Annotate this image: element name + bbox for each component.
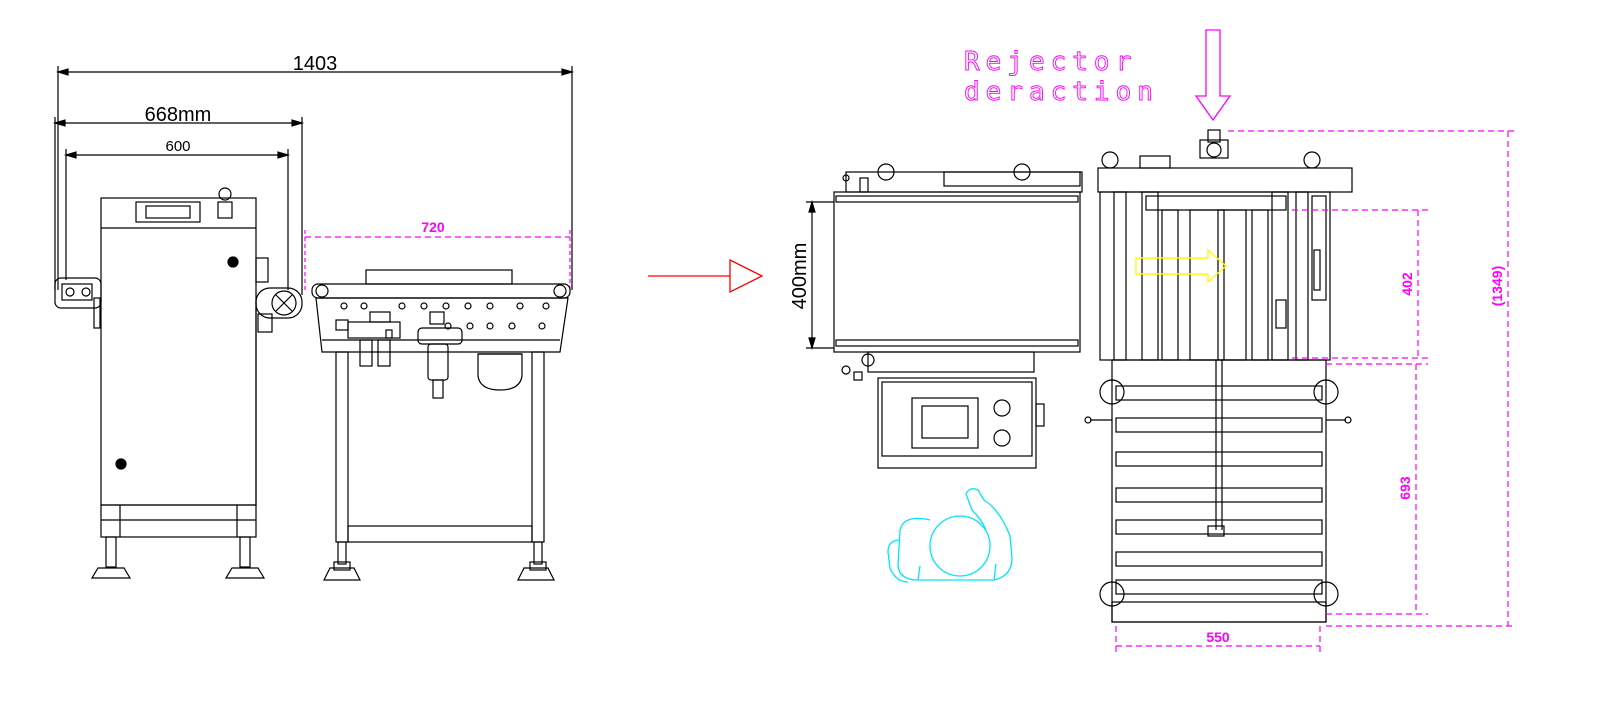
- top-view: 400mm: [789, 29, 1514, 654]
- flow-direction-arrow: [1135, 248, 1228, 284]
- dim-550: 550: [1115, 626, 1321, 654]
- operator-figure: [887, 488, 1013, 583]
- control-panel: [877, 377, 1045, 469]
- rejector-label-line2: deraction: [964, 77, 1159, 107]
- dim-720-label: 720: [421, 219, 445, 235]
- dim-550-label: 550: [1206, 629, 1230, 645]
- view-transition-arrow: [648, 258, 764, 294]
- dim-1349-label: (1349): [1489, 266, 1505, 306]
- dim-400-label: 400mm: [789, 243, 811, 310]
- rejector-section: [1097, 129, 1353, 361]
- dim-overall: 1403: [55, 53, 575, 290]
- dim-overall-label: 1403: [293, 53, 338, 75]
- dim-402-label: 402: [1399, 272, 1415, 296]
- dim-720: 720: [304, 219, 571, 290]
- belt-loop: [54, 277, 303, 333]
- control-cabinet: [90, 187, 269, 579]
- dim-668-label: 668mm: [145, 104, 212, 126]
- dim-600-label: 600: [165, 138, 190, 155]
- dim-693-label: 693: [1397, 476, 1413, 500]
- rejector-direction: Rejector deraction: [964, 29, 1232, 122]
- dim-693: 693: [1326, 363, 1428, 615]
- dim-668: 668mm: [52, 104, 305, 295]
- dim-400: 400mm: [789, 199, 834, 351]
- conveyor-side: [311, 269, 571, 581]
- rejector-label-line1: Rejector: [964, 47, 1137, 77]
- dim-1349: (1349): [1228, 130, 1514, 627]
- side-view: 1403 668mm 600: [52, 53, 575, 581]
- dim-600: 600: [63, 138, 291, 290]
- dim-402: 402: [1292, 209, 1430, 359]
- reject-bin-conveyor: [1084, 359, 1352, 623]
- infeed-conveyor: [833, 163, 1083, 381]
